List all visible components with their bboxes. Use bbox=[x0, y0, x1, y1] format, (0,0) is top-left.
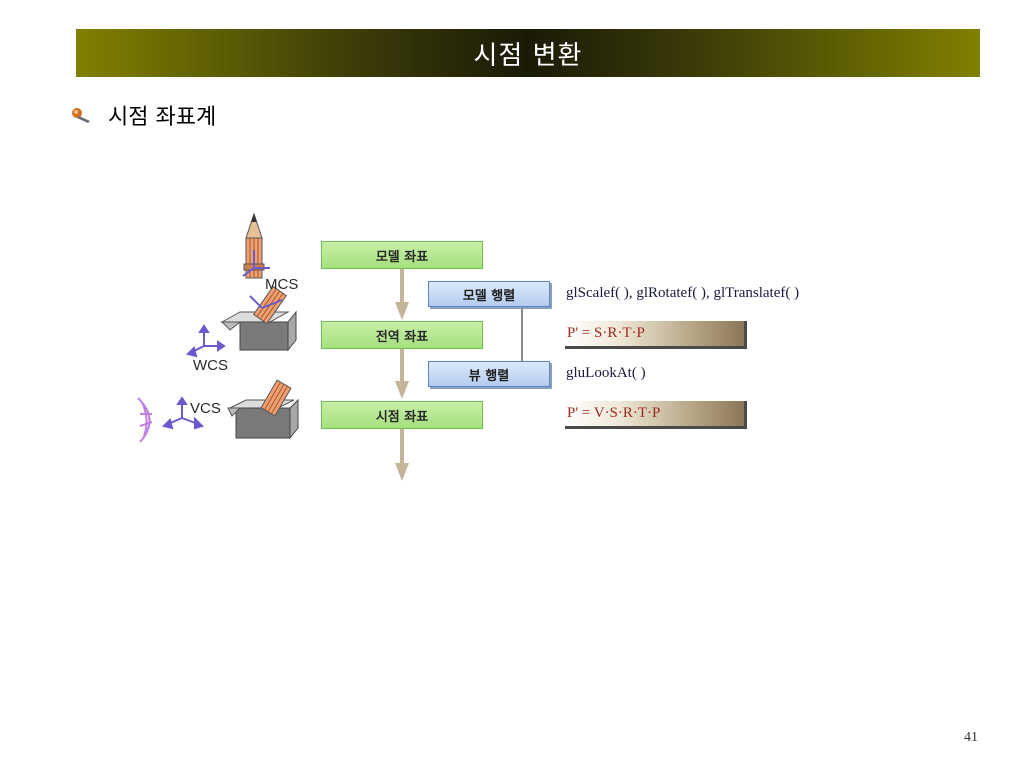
page-number: 41 bbox=[964, 730, 978, 745]
vcs-axes-icon bbox=[162, 396, 204, 430]
mcs-label: MCS bbox=[265, 276, 299, 293]
model-functions-text: glScalef( ), glRotatef( ), glTranslatef(… bbox=[566, 285, 800, 301]
model-formula-text: P' = S·R·T·P bbox=[567, 325, 645, 341]
flow-arrow-2-shaft bbox=[400, 349, 404, 383]
bullet-item: 시점 좌표계 bbox=[70, 98, 216, 132]
pin-icon bbox=[72, 108, 90, 123]
bullet-text: 시점 좌표계 bbox=[108, 105, 217, 130]
wcs-axes-icon bbox=[186, 324, 226, 358]
model-formula-bar: P' = S·R·T·P bbox=[565, 321, 747, 349]
view-formula-text: P' = V·S·R·T·P bbox=[567, 405, 661, 421]
slide-title: 시점 변환 bbox=[473, 40, 583, 71]
flow-arrow-3-head bbox=[395, 463, 409, 481]
view-coordinate-box: 시점 좌표 bbox=[321, 401, 483, 429]
pencil-icon bbox=[242, 212, 270, 279]
view-function-text: gluLookAt( ) bbox=[566, 365, 646, 381]
flow-arrow-3-shaft bbox=[400, 429, 404, 465]
wcs-label: WCS bbox=[193, 357, 228, 374]
title-bar: 시점 변환 bbox=[76, 29, 980, 77]
flow-arrows bbox=[395, 268, 409, 481]
flow-arrow-1-head bbox=[395, 302, 409, 320]
model-matrix-box: 모델 행렬 bbox=[428, 281, 550, 307]
view-formula-bar: P' = V·S·R·T·P bbox=[565, 401, 747, 429]
model-coordinate-box: 모델 좌표 bbox=[321, 241, 483, 269]
eye-icon bbox=[137, 397, 153, 443]
box-icon-vcs bbox=[227, 379, 299, 440]
world-coordinate-box: 전역 좌표 bbox=[321, 321, 483, 349]
flow-arrow-2-head bbox=[395, 381, 409, 399]
flow-arrow-1-shaft bbox=[400, 268, 404, 304]
box-icon-mcs bbox=[220, 285, 297, 352]
view-matrix-box: 뷰 행렬 bbox=[428, 361, 550, 387]
vcs-label: VCS bbox=[190, 400, 221, 417]
